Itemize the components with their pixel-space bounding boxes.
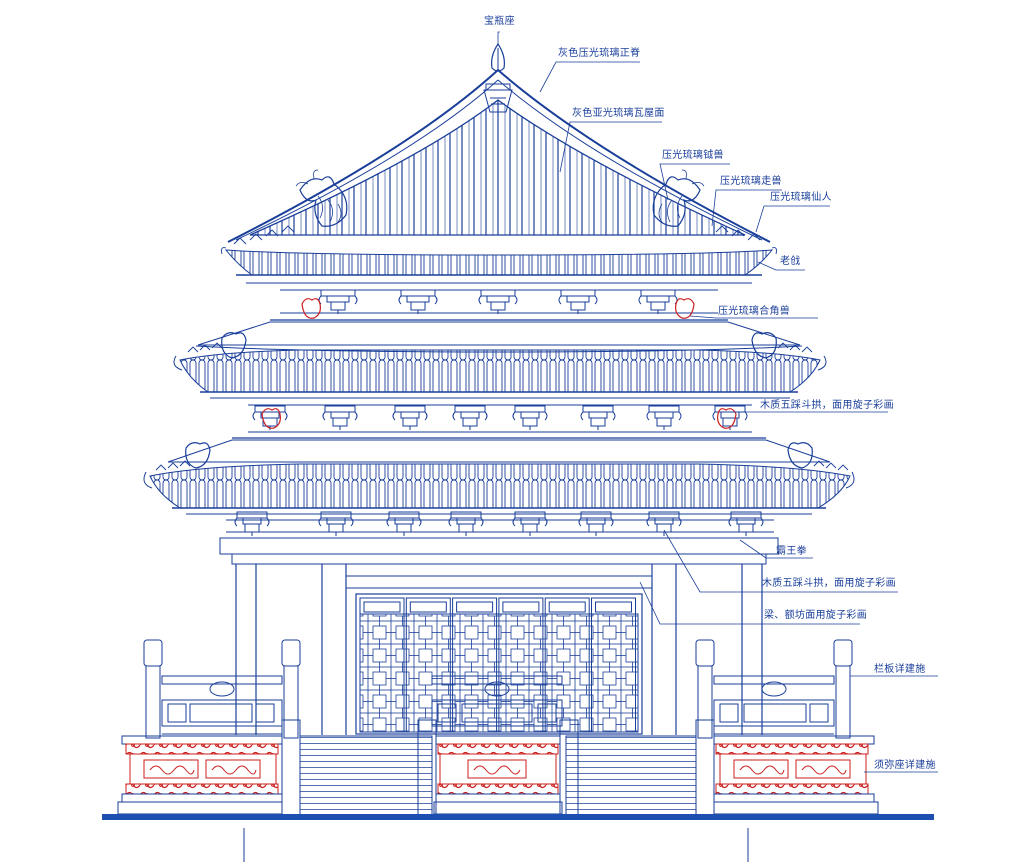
walking-beasts-middle [187, 342, 813, 353]
railing-center [431, 675, 563, 727]
label-bracket-upper: 木质五踩斗拱，面用旋子彩画 [760, 400, 894, 411]
label-bawang: 霸王拳 [776, 546, 807, 557]
corner-beast-icon [261, 408, 281, 429]
bracket-row-3 [234, 511, 764, 536]
railing-left [143, 639, 301, 739]
bracket-set [252, 405, 288, 430]
middle-corner-beast-right-icon [751, 332, 777, 359]
xumi-base-center [433, 735, 563, 815]
xumi-base-right [713, 735, 879, 815]
door-leaf [452, 597, 498, 733]
finial-ornament [483, 42, 513, 113]
railing-right [695, 639, 853, 739]
bracket-row-2 [252, 405, 748, 430]
hall-body [219, 537, 779, 735]
door-leaf [359, 597, 405, 733]
lower-roof [143, 439, 855, 533]
bracket-set [392, 405, 428, 430]
stairs [281, 719, 715, 817]
label-ridge-beast: 压光琉璃钺兽 [662, 150, 724, 161]
bracket-set [318, 511, 354, 536]
label-railing: 栏板详建施 [874, 664, 926, 675]
bracket-row-1 [318, 289, 678, 314]
label-base: 须弥座详建施 [874, 760, 936, 771]
red-corner-beasts [261, 298, 737, 429]
bracket-set [452, 405, 488, 430]
bracket-set [512, 405, 548, 430]
xumi-base-left [117, 735, 283, 815]
door-leaf [498, 597, 544, 733]
bracket-set [638, 289, 678, 314]
bracket-set [646, 511, 682, 536]
bracket-set [580, 405, 616, 430]
corner-beast-icon [717, 408, 737, 429]
label-walking-beast: 压光琉璃走兽 [720, 176, 782, 187]
door-leaf [405, 597, 451, 733]
label-finial: 宝瓶座 [484, 16, 515, 27]
bracket-set [322, 405, 358, 430]
bracket-set [728, 511, 764, 536]
door-leaf [591, 597, 636, 733]
ridge-beast-right-icon [652, 169, 705, 227]
label-beam: 梁、额坊面用旋子彩画 [764, 610, 867, 621]
label-immortal: 压光琉璃仙人 [770, 192, 832, 203]
walking-beasts-lower [155, 460, 849, 471]
ground-line [102, 814, 934, 862]
bracket-set [398, 289, 438, 314]
corner-beast-icon [675, 298, 695, 319]
middle-corner-beast-left-icon [221, 332, 247, 359]
label-corner-beast: 压光琉璃合角兽 [718, 306, 791, 317]
middle-roof [173, 321, 827, 439]
lower-corner-beast-right-icon [787, 442, 813, 469]
leader-lines [497, 31, 938, 773]
door-leaf [544, 597, 590, 733]
bracket-set [234, 511, 270, 536]
bracket-set [386, 511, 422, 536]
top-roof [224, 69, 774, 321]
bracket-set [478, 289, 518, 314]
bracket-set [318, 289, 358, 314]
bracket-set [558, 289, 598, 314]
bracket-set [578, 511, 614, 536]
lower-corner-beast-left-icon [185, 442, 211, 469]
bracket-set [448, 511, 484, 536]
bracket-set [646, 405, 682, 430]
label-bracket-lower: 木质五踩斗拱，面用旋子彩画 [762, 578, 896, 589]
walking-beasts-top [221, 225, 777, 255]
ridge-beast-left-icon [295, 169, 348, 227]
label-old-corner: 老戗 [780, 256, 801, 267]
label-roof-tiles: 灰色亚光琉璃瓦屋面 [572, 108, 665, 119]
corner-beast-icon [301, 298, 321, 319]
label-main-ridge: 灰色压光琉璃正脊 [558, 48, 641, 59]
bracket-set [512, 511, 548, 536]
